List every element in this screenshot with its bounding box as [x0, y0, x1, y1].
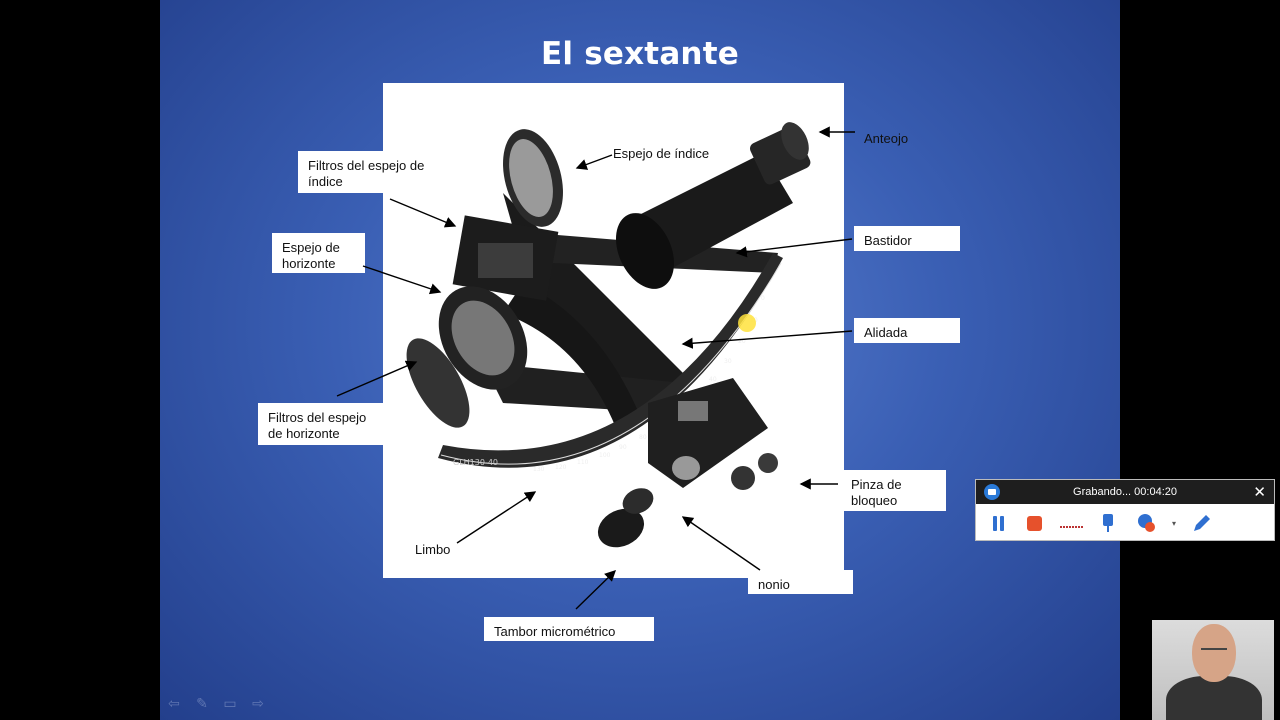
- presenter-torso: [1166, 676, 1262, 720]
- close-icon[interactable]: ✕: [1253, 484, 1266, 501]
- label-limbo: Limbo: [415, 542, 451, 557]
- arc-tick: 30: [724, 358, 732, 365]
- sextant-illustration: 130 120 110 100 90 80 70 60 50 40 30 20 …: [406, 122, 811, 554]
- pen-tool-icon[interactable]: [1190, 511, 1214, 535]
- arc-tick: 100: [599, 452, 611, 459]
- arc-tick: 40: [709, 376, 717, 383]
- recording-status: Grabando... 00:04:20: [1073, 486, 1177, 498]
- label-pinza: Pinza de bloqueo: [841, 470, 946, 511]
- presenter-eyes: [1201, 648, 1227, 654]
- presenter-head: [1192, 624, 1236, 682]
- dropdown-icon[interactable]: ▾: [1171, 518, 1176, 528]
- slides-icon[interactable]: ▭: [223, 695, 237, 711]
- slideshow-nav: ⇦ ✎ ▭ ⇨: [166, 695, 266, 712]
- label-filtros-indice: Filtros del espejo de índice: [298, 151, 438, 193]
- recording-widget: Grabando... 00:04:20 ✕ ▾: [975, 479, 1275, 541]
- label-alidada: Alidada: [854, 318, 960, 343]
- label-espejo-indice: Espejo de índice: [613, 146, 710, 161]
- pen-icon[interactable]: ✎: [196, 695, 208, 711]
- instrument-marking: GLH130-40: [453, 458, 498, 467]
- pause-button[interactable]: [986, 511, 1010, 535]
- back-arrow-icon[interactable]: ⇦: [168, 695, 180, 711]
- arc-tick: 80: [639, 434, 647, 441]
- webcam-overlay: [1152, 620, 1274, 720]
- forward-arrow-icon[interactable]: ⇨: [252, 695, 264, 711]
- sextant-photo: 130 120 110 100 90 80 70 60 50 40 30 20 …: [383, 83, 844, 578]
- label-bastidor: Bastidor: [854, 226, 960, 251]
- arc-tick: 130: [533, 466, 545, 473]
- stop-button[interactable]: [1022, 511, 1046, 535]
- audio-level-icon: [1058, 511, 1086, 535]
- recording-toolbar: ▾: [976, 504, 1274, 542]
- microphone-icon[interactable]: [1098, 511, 1122, 535]
- telescope: [615, 122, 811, 289]
- label-nonio: nonio: [748, 570, 853, 594]
- arc-tick: 0: [761, 295, 765, 302]
- cursor-highlight: [738, 314, 756, 332]
- slide-title: El sextante: [541, 36, 739, 72]
- recording-header: Grabando... 00:04:20 ✕: [976, 480, 1274, 504]
- label-tambor: Tambor micrométrico: [484, 617, 654, 641]
- label-filtros-horizonte: Filtros del espejo de horizonte: [258, 403, 388, 445]
- arc-tick: 90: [619, 444, 627, 451]
- webcam-toggle-icon[interactable]: [1134, 511, 1158, 535]
- arc-tick: 110: [577, 459, 589, 466]
- arc-tick: 20: [738, 338, 746, 345]
- label-anteojo: Anteojo: [864, 131, 909, 146]
- label-espejo-horizonte: Espejo de horizonte: [272, 233, 365, 273]
- camera-icon: [984, 484, 1000, 500]
- arc-tick: 120: [555, 464, 567, 471]
- micrometer-drum[interactable]: [592, 483, 658, 554]
